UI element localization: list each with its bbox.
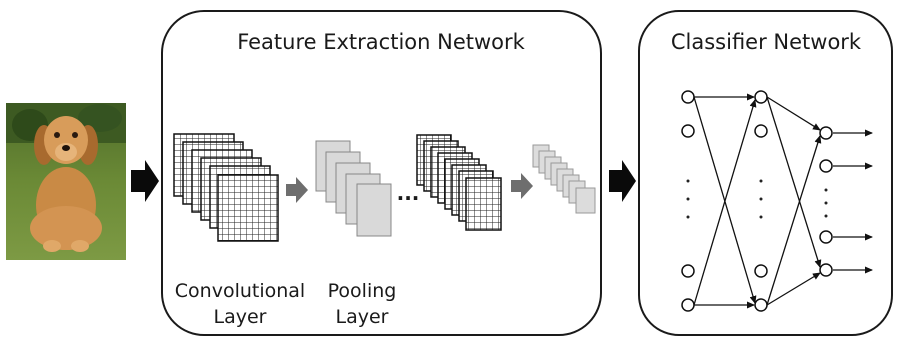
node [681, 90, 695, 104]
classifier-panel-title: Classifier Network [671, 30, 862, 54]
classifier-connections [693, 93, 873, 309]
node [819, 263, 833, 277]
ellipsis: ... [397, 181, 420, 205]
node [819, 159, 833, 173]
conv-layer-label-line1: Convolutional [175, 280, 305, 302]
second-convolutional-stack [416, 134, 502, 231]
node [819, 126, 833, 140]
input-image [6, 103, 126, 260]
output-nodes [819, 126, 833, 277]
node [819, 230, 833, 244]
classifier-panel [638, 10, 893, 336]
convolutional-layer-stack [173, 133, 279, 242]
node [754, 298, 768, 312]
second-pooling-stack [532, 144, 596, 214]
pool-layer-label-line2: Layer [336, 306, 389, 328]
node [681, 264, 695, 278]
hidden-nodes [754, 90, 768, 312]
conv-layer-label-line2: Layer [214, 306, 267, 328]
node [754, 264, 768, 278]
small-arrow-2 [511, 173, 533, 199]
feature-extraction-panel [161, 10, 602, 336]
node [681, 298, 695, 312]
small-arrow-1 [286, 177, 308, 203]
flow-arrow-1 [131, 160, 159, 202]
node [754, 124, 768, 138]
input-nodes [681, 90, 695, 312]
node [681, 124, 695, 138]
feature-panel-title: Feature Extraction Network [237, 30, 525, 54]
node [754, 90, 768, 104]
pooling-layer-stack [315, 140, 392, 237]
pool-layer-label-line1: Pooling [328, 280, 397, 302]
flow-arrow-2 [609, 160, 636, 202]
vertical-ellipsis [686, 179, 828, 219]
